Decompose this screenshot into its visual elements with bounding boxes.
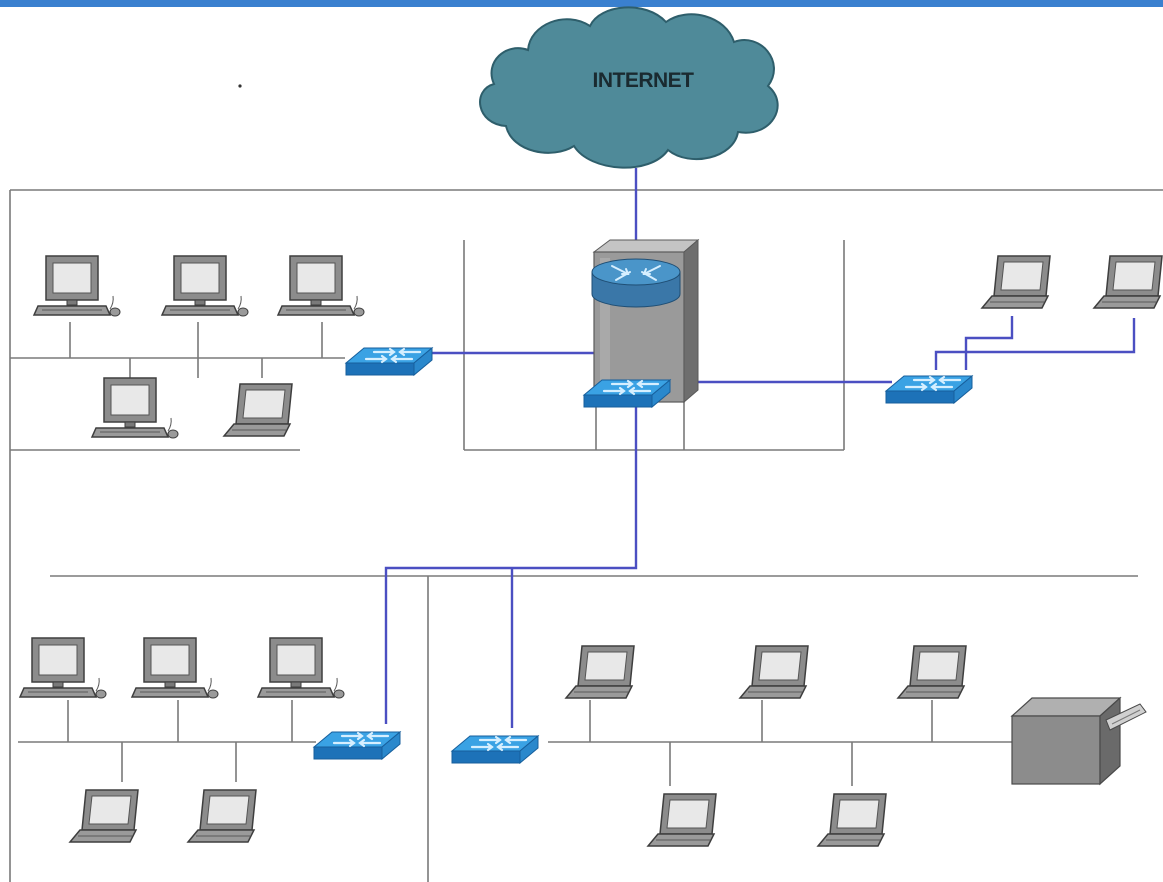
desktop-pc-icon [161,255,249,317]
switch-icon [884,374,974,405]
laptop-icon [817,793,887,847]
lan-bus-lines [10,322,1012,786]
desktop-pc-icon [91,377,179,439]
printer-icon [1010,696,1147,786]
laptop-icon [981,255,1051,309]
switch-icon [450,734,540,765]
frame-lines [9,189,1163,882]
laptop-icon [565,645,635,699]
laptop-icon [1093,255,1163,309]
router-icon [591,238,700,404]
laptop-icon [897,645,967,699]
laptop-icon [647,793,717,847]
desktop-pc-icon [131,637,219,699]
desktop-pc-icon [33,255,121,317]
laptop-icon [187,789,257,843]
stray-dot [238,84,242,88]
network-links [384,168,1136,728]
desktop-pc-icon [19,637,107,699]
switch-icon [344,346,434,377]
laptop-icon [739,645,809,699]
cloud-label: INTERNET [593,69,695,92]
desktop-pc-icon [277,255,365,317]
desktop-pc-icon [257,637,345,699]
top-bar [0,0,1163,7]
laptop-icon [69,789,139,843]
cloud-icon: INTERNET [479,6,779,169]
switch-icon [312,730,402,761]
switch-icon [582,378,672,409]
laptop-icon [223,383,293,437]
